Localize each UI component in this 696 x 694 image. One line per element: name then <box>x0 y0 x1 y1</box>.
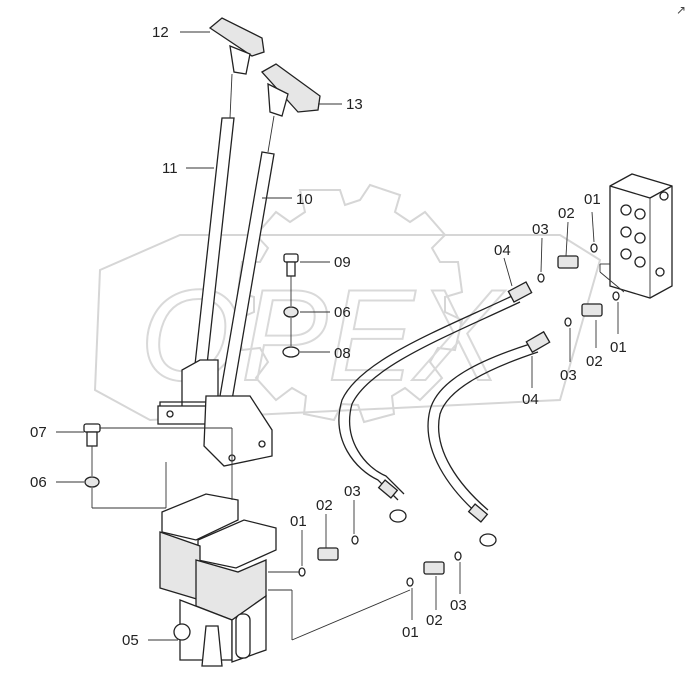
washer-08 <box>282 346 300 358</box>
label-10: 10 <box>296 191 313 208</box>
label-13: 13 <box>346 96 363 113</box>
fittings-valve-lower <box>406 551 462 587</box>
label-05: 05 <box>122 632 139 649</box>
label-04-upper: 04 <box>494 242 511 259</box>
fittings-manifold-upper <box>537 243 598 283</box>
label-03-lower-right: 03 <box>560 367 577 384</box>
label-04-lower: 04 <box>522 391 539 408</box>
fittings-manifold-lower <box>564 291 620 327</box>
corner-mark: ↗ <box>676 3 686 17</box>
lever-13 <box>219 63 321 401</box>
label-01-upper: 01 <box>584 191 601 208</box>
label-01-lower-right: 01 <box>610 339 627 356</box>
label-11: 11 <box>162 160 178 177</box>
label-02-upper: 02 <box>558 205 575 222</box>
label-09: 09 <box>334 254 351 271</box>
label-06-upper: 06 <box>334 304 351 321</box>
hose-upper <box>338 281 533 523</box>
washer-06-lower <box>84 476 100 488</box>
fittings-valve-upper <box>298 535 359 577</box>
label-03-valve: 03 <box>344 483 361 500</box>
label-02-valve: 02 <box>316 497 333 514</box>
label-06-lower: 06 <box>30 474 47 491</box>
label-07: 07 <box>30 424 47 441</box>
label-08: 08 <box>334 345 351 362</box>
label-02-lower-right: 02 <box>586 353 603 370</box>
washer-06-upper <box>283 306 299 318</box>
label-03-bottom: 03 <box>450 597 467 614</box>
leader-lines <box>56 31 625 641</box>
manifold-block <box>609 173 673 299</box>
label-12: 12 <box>152 24 169 41</box>
label-01-bottom: 01 <box>402 624 419 641</box>
label-03-upper: 03 <box>532 221 549 238</box>
pilot-valve-05 <box>159 493 277 667</box>
label-02-bottom: 02 <box>426 612 443 629</box>
hose-lower <box>427 330 551 547</box>
label-01-valve: 01 <box>290 513 307 530</box>
bolt-07 <box>83 423 101 447</box>
